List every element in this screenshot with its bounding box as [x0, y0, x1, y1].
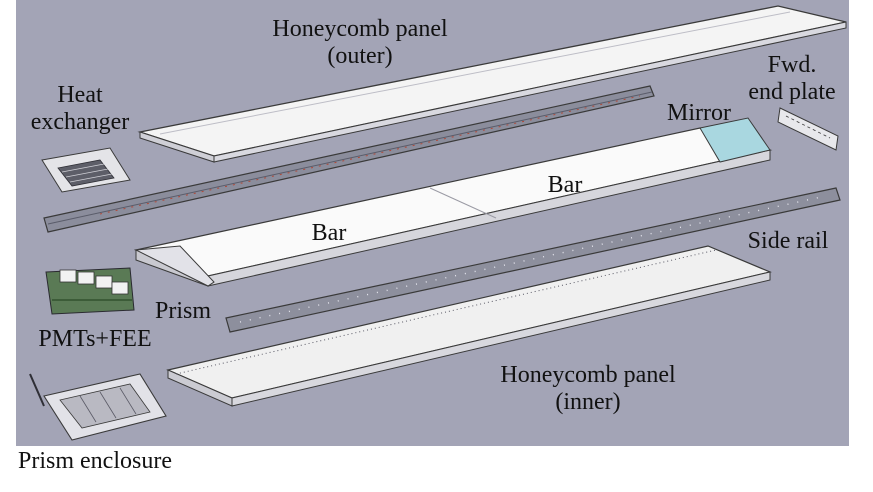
label-fwd-end-plate: Fwd. end plate [736, 52, 848, 106]
label-heat-exchanger: Heat exchanger [18, 82, 142, 136]
mirror-part [699, 117, 771, 163]
pmts-fee-part [45, 267, 135, 315]
rail-upper [43, 85, 655, 233]
label-mirror: Mirror [667, 100, 731, 126]
label-heat-exchanger-line2: exchanger [30, 109, 130, 135]
forward-end-plate-part [777, 107, 839, 151]
label-honeycomb-panel-outer-line1: Honeycomb panel [272, 16, 448, 42]
label-prism-enclosure: Prism enclosure [18, 448, 172, 474]
label-honeycomb-panel-inner-line1: Honeycomb panel [500, 362, 676, 388]
label-honeycomb-panel-outer-line2: (outer) [327, 43, 393, 69]
label-bar-left: Bar [311, 220, 347, 246]
label-fwd-end-plate-line1: Fwd. [767, 52, 817, 78]
label-prism: Prism [154, 298, 211, 324]
honeycomb-panel-inner [166, 245, 772, 407]
prism-enclosure-part [29, 373, 167, 441]
label-fwd-end-plate-line2: end plate [748, 79, 836, 105]
prism-part [134, 245, 215, 287]
label-bar-right: Bar [547, 172, 583, 198]
label-honeycomb-panel-inner: Honeycomb panel (inner) [478, 362, 698, 416]
label-side-rail: Side rail [747, 228, 829, 254]
label-heat-exchanger-line1: Heat [57, 82, 103, 108]
heat-exchanger-part [41, 147, 131, 193]
label-honeycomb-panel-inner-line2: (inner) [555, 389, 621, 415]
label-honeycomb-panel-outer: Honeycomb panel (outer) [250, 16, 470, 70]
honeycomb-panel-outer [137, 5, 847, 163]
side-rail-part [225, 187, 841, 333]
label-pmts-fee: PMTs+FEE [38, 326, 152, 352]
